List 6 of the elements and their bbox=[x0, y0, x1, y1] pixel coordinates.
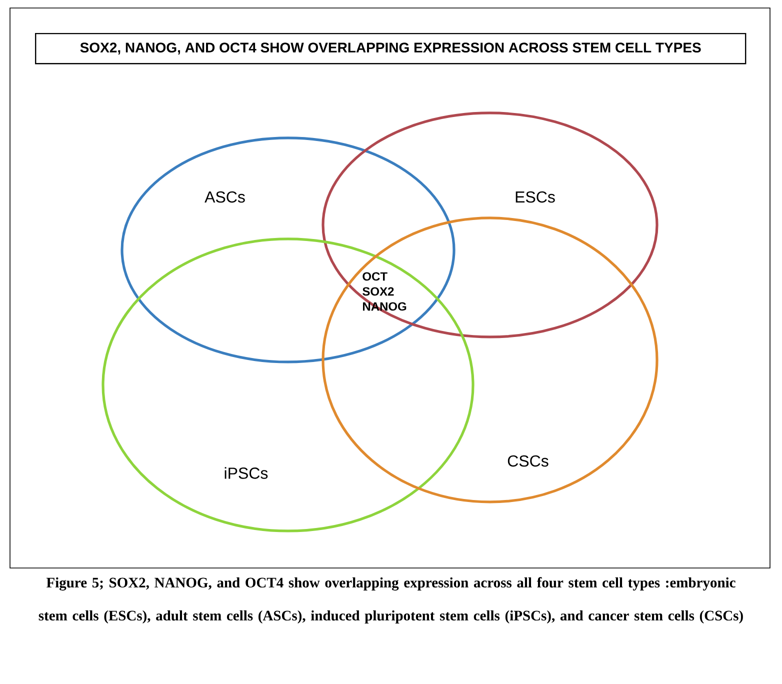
set-label: ESCs bbox=[516, 191, 555, 203]
set-label: CSCs bbox=[508, 455, 548, 467]
set-label: ASCs bbox=[204, 191, 245, 203]
set-label: iPSCs bbox=[224, 467, 268, 479]
caption: Figure 5; SOX2, NANOG, and OCT4 show overlapping expression across all four stem cell types :embryonic stem cells (ESCs), adult stem cells (ASCs), induced pluripotent stem cells (iPSCs), and cancer stem cells (CSCs) bbox=[38, 577, 743, 624]
title-box: SOX2, NANOG, AND OCT4 SHOW OVERLAPPING EXPRESSION ACROSS STEM CELL TYPES bbox=[35, 32, 746, 64]
